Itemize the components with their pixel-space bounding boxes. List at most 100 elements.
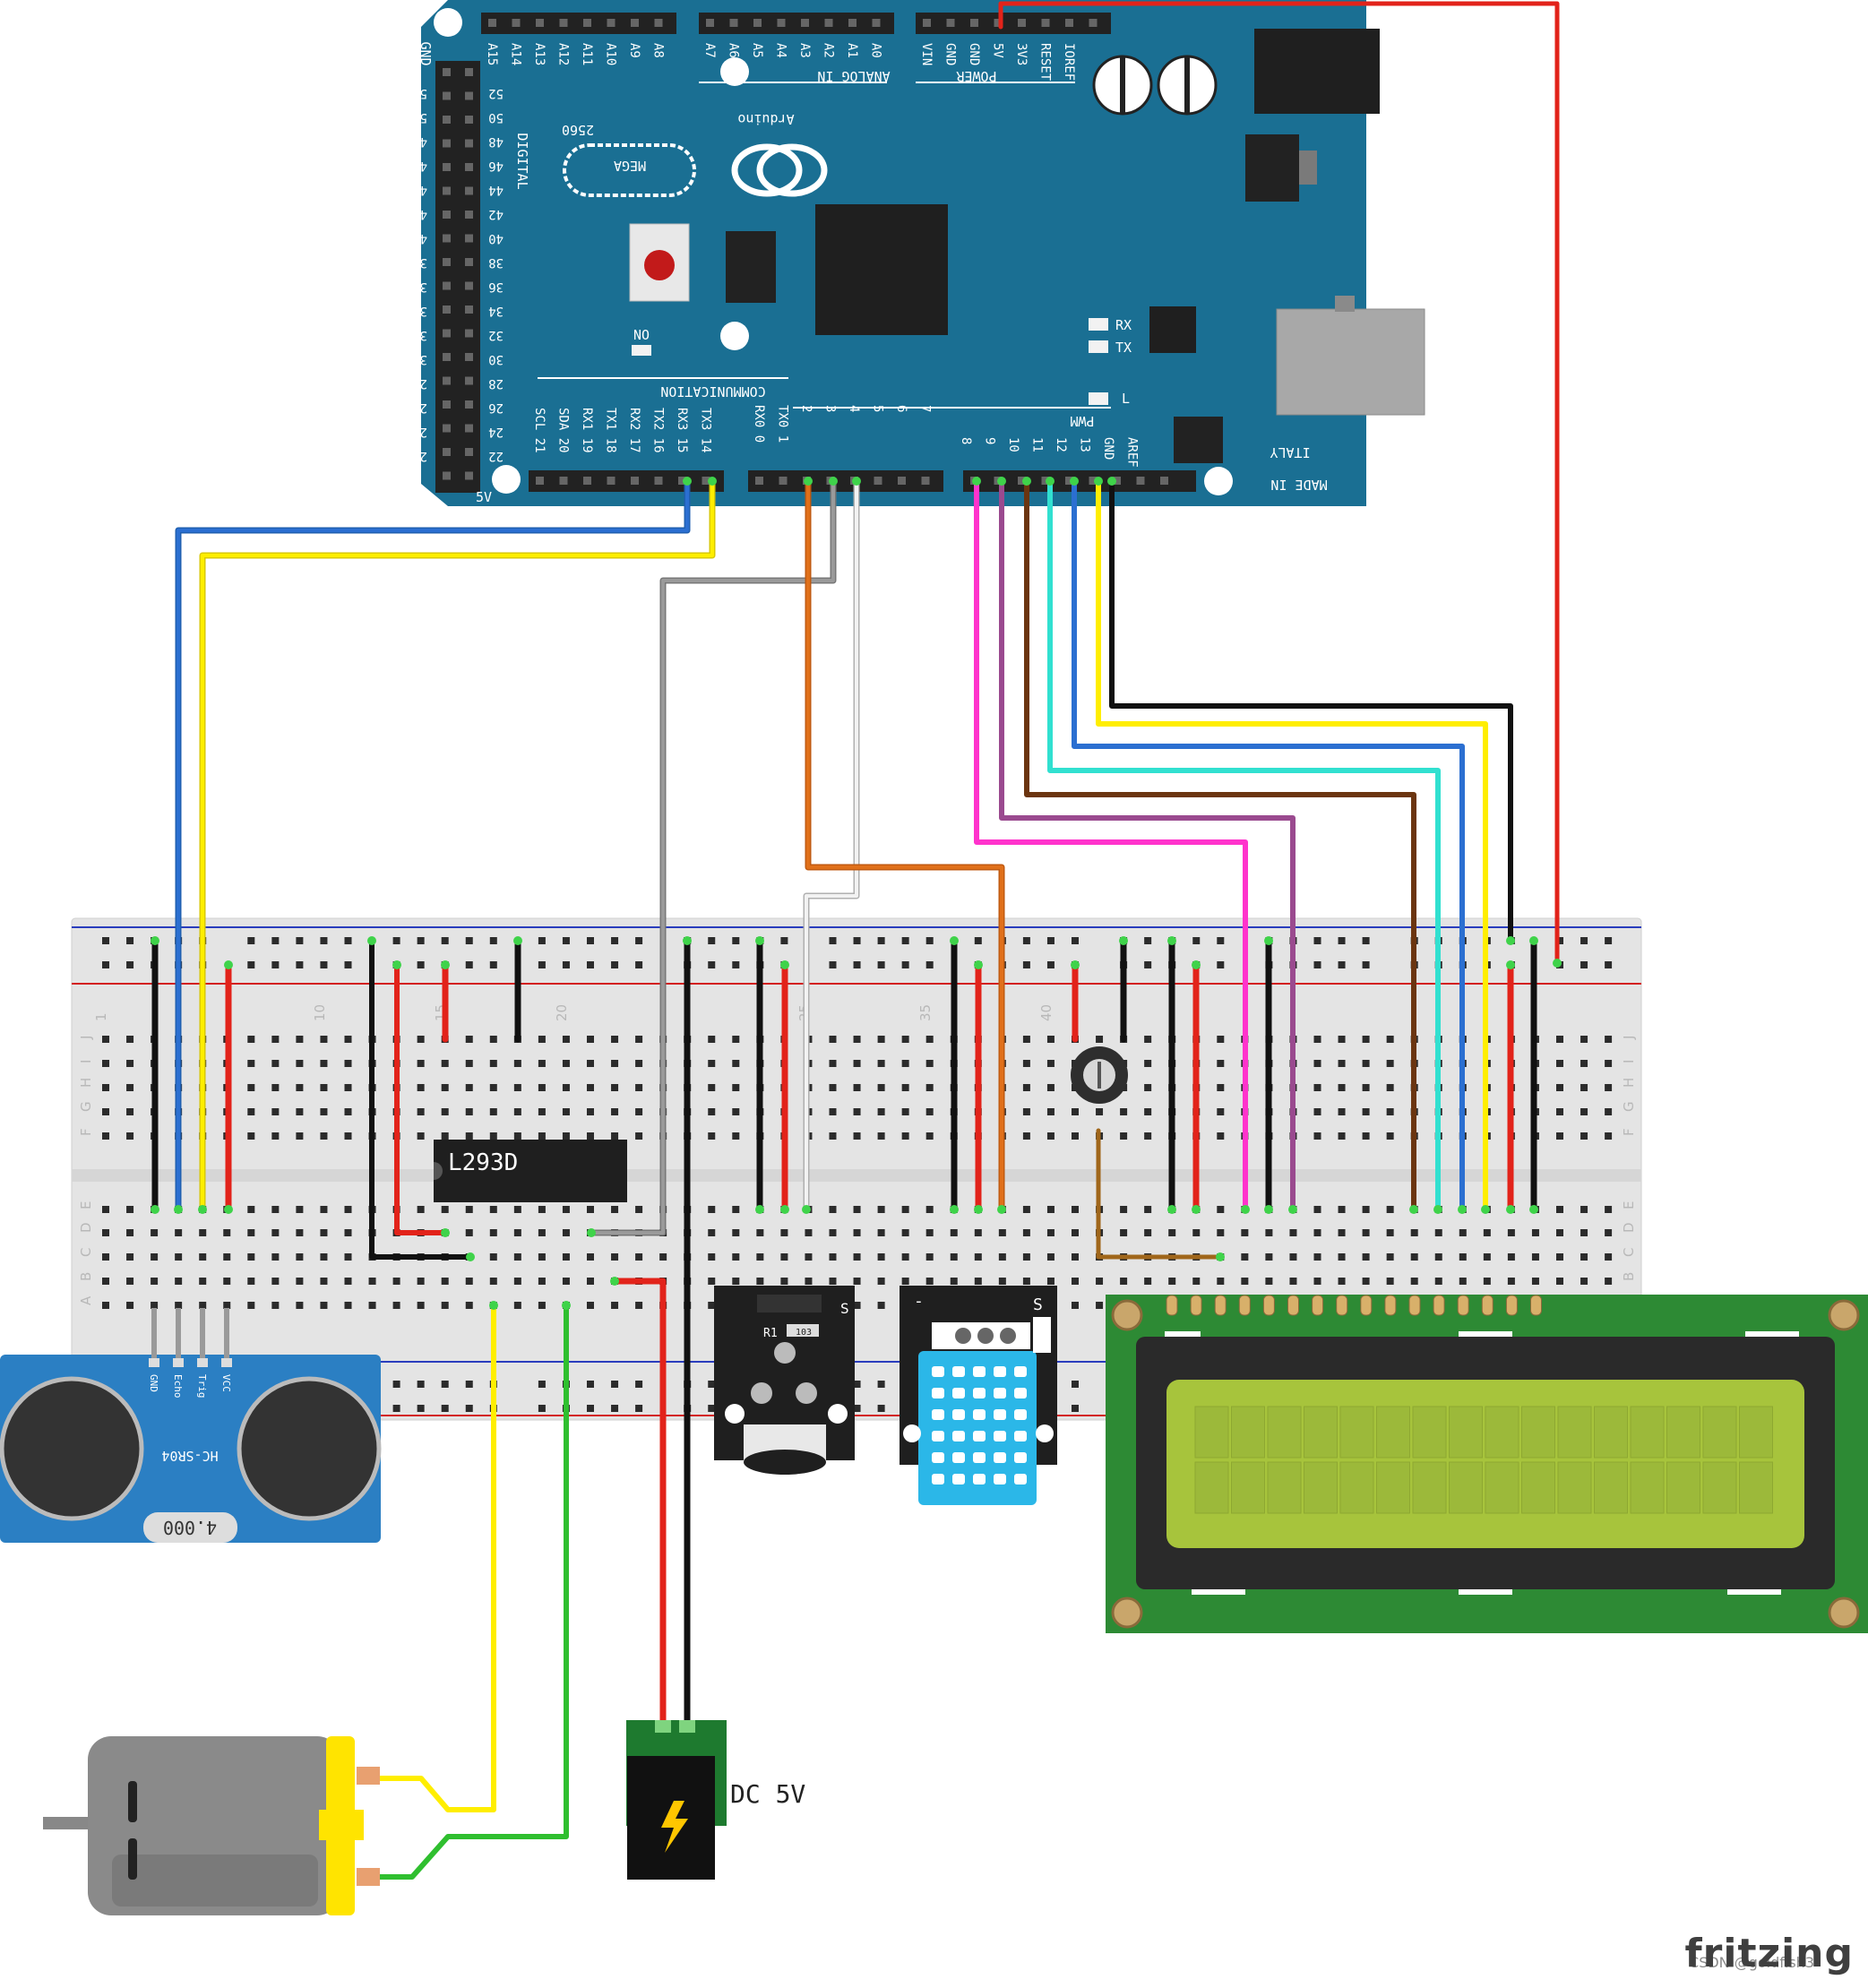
rail-hole[interactable] xyxy=(296,961,304,968)
breadboard-hole[interactable] xyxy=(1556,1060,1563,1067)
breadboard-hole[interactable] xyxy=(271,1036,280,1043)
breadboard-hole[interactable] xyxy=(538,1302,546,1309)
breadboard-hole[interactable] xyxy=(611,1302,619,1309)
header-pin[interactable] xyxy=(1136,477,1145,485)
header-pin[interactable] xyxy=(465,353,473,361)
breadboard-hole[interactable] xyxy=(368,1278,376,1285)
breadboard-hole[interactable] xyxy=(1605,1108,1613,1115)
header-pin[interactable] xyxy=(755,477,763,485)
breadboard-hole[interactable] xyxy=(441,1302,449,1309)
rail-hole[interactable] xyxy=(465,1405,473,1412)
rail-hole[interactable] xyxy=(102,937,109,944)
header-pin[interactable] xyxy=(1065,477,1073,485)
breadboard-hole[interactable] xyxy=(1265,1278,1273,1285)
rail-hole[interactable] xyxy=(732,937,740,944)
breadboard-hole[interactable] xyxy=(1556,1084,1563,1091)
breadboard-hole[interactable] xyxy=(102,1302,109,1309)
rail-hole[interactable] xyxy=(344,961,352,968)
breadboard-hole[interactable] xyxy=(562,1278,570,1285)
header-pin[interactable] xyxy=(443,281,451,290)
breadboard-hole[interactable] xyxy=(708,1278,716,1285)
breadboard-hole[interactable] xyxy=(1386,1206,1394,1213)
header-pin[interactable] xyxy=(465,211,473,219)
breadboard-hole[interactable] xyxy=(1217,1229,1225,1236)
breadboard-hole[interactable] xyxy=(1362,1229,1370,1236)
breadboard-hole[interactable] xyxy=(175,1302,183,1309)
rail-hole[interactable] xyxy=(1580,961,1588,968)
breadboard-hole[interactable] xyxy=(925,1229,934,1236)
breadboard-hole[interactable] xyxy=(271,1084,280,1091)
breadboard-hole[interactable] xyxy=(1483,1229,1491,1236)
breadboard-hole[interactable] xyxy=(296,1206,304,1213)
rail-hole[interactable] xyxy=(417,1405,425,1412)
header-pin[interactable] xyxy=(706,19,714,27)
breadboard-hole[interactable] xyxy=(1022,1132,1030,1140)
header-pin[interactable] xyxy=(777,19,786,27)
breadboard-hole[interactable] xyxy=(1046,1206,1055,1213)
breadboard-hole[interactable] xyxy=(102,1060,109,1067)
breadboard-hole[interactable] xyxy=(417,1084,425,1091)
breadboard-hole[interactable] xyxy=(102,1108,109,1115)
breadboard-hole[interactable] xyxy=(417,1060,425,1067)
breadboard-hole[interactable] xyxy=(489,1278,497,1285)
breadboard-hole[interactable] xyxy=(1507,1278,1515,1285)
breadboard-hole[interactable] xyxy=(562,1108,570,1115)
breadboard-hole[interactable] xyxy=(1556,1036,1563,1043)
breadboard-hole[interactable] xyxy=(1338,1229,1346,1236)
breadboard-hole[interactable] xyxy=(1410,1278,1418,1285)
breadboard-hole[interactable] xyxy=(1556,1278,1563,1285)
breadboard-hole[interactable] xyxy=(417,1036,425,1043)
breadboard-hole[interactable] xyxy=(1120,1206,1128,1213)
breadboard-hole[interactable] xyxy=(1022,1229,1030,1236)
header-pin[interactable] xyxy=(443,400,451,409)
rail-hole[interactable] xyxy=(392,1405,400,1412)
breadboard-hole[interactable] xyxy=(1483,1278,1491,1285)
breadboard-hole[interactable] xyxy=(853,1060,861,1067)
breadboard-hole[interactable] xyxy=(853,1108,861,1115)
breadboard-hole[interactable] xyxy=(1483,1253,1491,1261)
rail-hole[interactable] xyxy=(708,1381,716,1388)
breadboard-hole[interactable] xyxy=(513,1206,521,1213)
breadboard-hole[interactable] xyxy=(805,1229,813,1236)
breadboard-hole[interactable] xyxy=(296,1084,304,1091)
lcd-pin[interactable] xyxy=(1481,1295,1494,1316)
breadboard-hole[interactable] xyxy=(175,1253,183,1261)
header-pin[interactable] xyxy=(465,139,473,148)
breadboard-hole[interactable] xyxy=(199,1229,207,1236)
header-pin[interactable] xyxy=(872,19,881,27)
breadboard-hole[interactable] xyxy=(1096,1302,1104,1309)
breadboard-hole[interactable] xyxy=(199,1278,207,1285)
breadboard-hole[interactable] xyxy=(1096,1108,1104,1115)
breadboard-hole[interactable] xyxy=(296,1132,304,1140)
breadboard-hole[interactable] xyxy=(1072,1278,1079,1285)
breadboard-hole[interactable] xyxy=(247,1036,255,1043)
breadboard-hole[interactable] xyxy=(925,1084,934,1091)
breadboard-hole[interactable] xyxy=(805,1253,813,1261)
lcd-pin[interactable] xyxy=(1214,1295,1227,1316)
breadboard-hole[interactable] xyxy=(344,1108,352,1115)
breadboard-hole[interactable] xyxy=(877,1060,885,1067)
breadboard-hole[interactable] xyxy=(1580,1229,1588,1236)
breadboard-hole[interactable] xyxy=(1022,1060,1030,1067)
breadboard-hole[interactable] xyxy=(320,1108,328,1115)
rail-hole[interactable] xyxy=(974,937,982,944)
breadboard-hole[interactable] xyxy=(1046,1036,1055,1043)
breadboard-hole[interactable] xyxy=(1144,1206,1152,1213)
breadboard-hole[interactable] xyxy=(1313,1132,1321,1140)
rail-hole[interactable] xyxy=(587,961,594,968)
rail-hole[interactable] xyxy=(1046,937,1055,944)
breadboard-hole[interactable] xyxy=(659,1253,667,1261)
breadboard-hole[interactable] xyxy=(829,1108,837,1115)
breadboard-hole[interactable] xyxy=(756,1278,764,1285)
rail-hole[interactable] xyxy=(489,961,497,968)
rail-hole[interactable] xyxy=(441,1405,449,1412)
header-pin[interactable] xyxy=(1113,477,1121,485)
breadboard-hole[interactable] xyxy=(1605,1060,1613,1067)
header-pin[interactable] xyxy=(465,448,473,456)
breadboard-hole[interactable] xyxy=(562,1229,570,1236)
breadboard-hole[interactable] xyxy=(465,1108,473,1115)
breadboard-hole[interactable] xyxy=(877,1302,885,1309)
breadboard-hole[interactable] xyxy=(901,1253,909,1261)
breadboard-hole[interactable] xyxy=(441,1084,449,1091)
rail-hole[interactable] xyxy=(1362,937,1370,944)
